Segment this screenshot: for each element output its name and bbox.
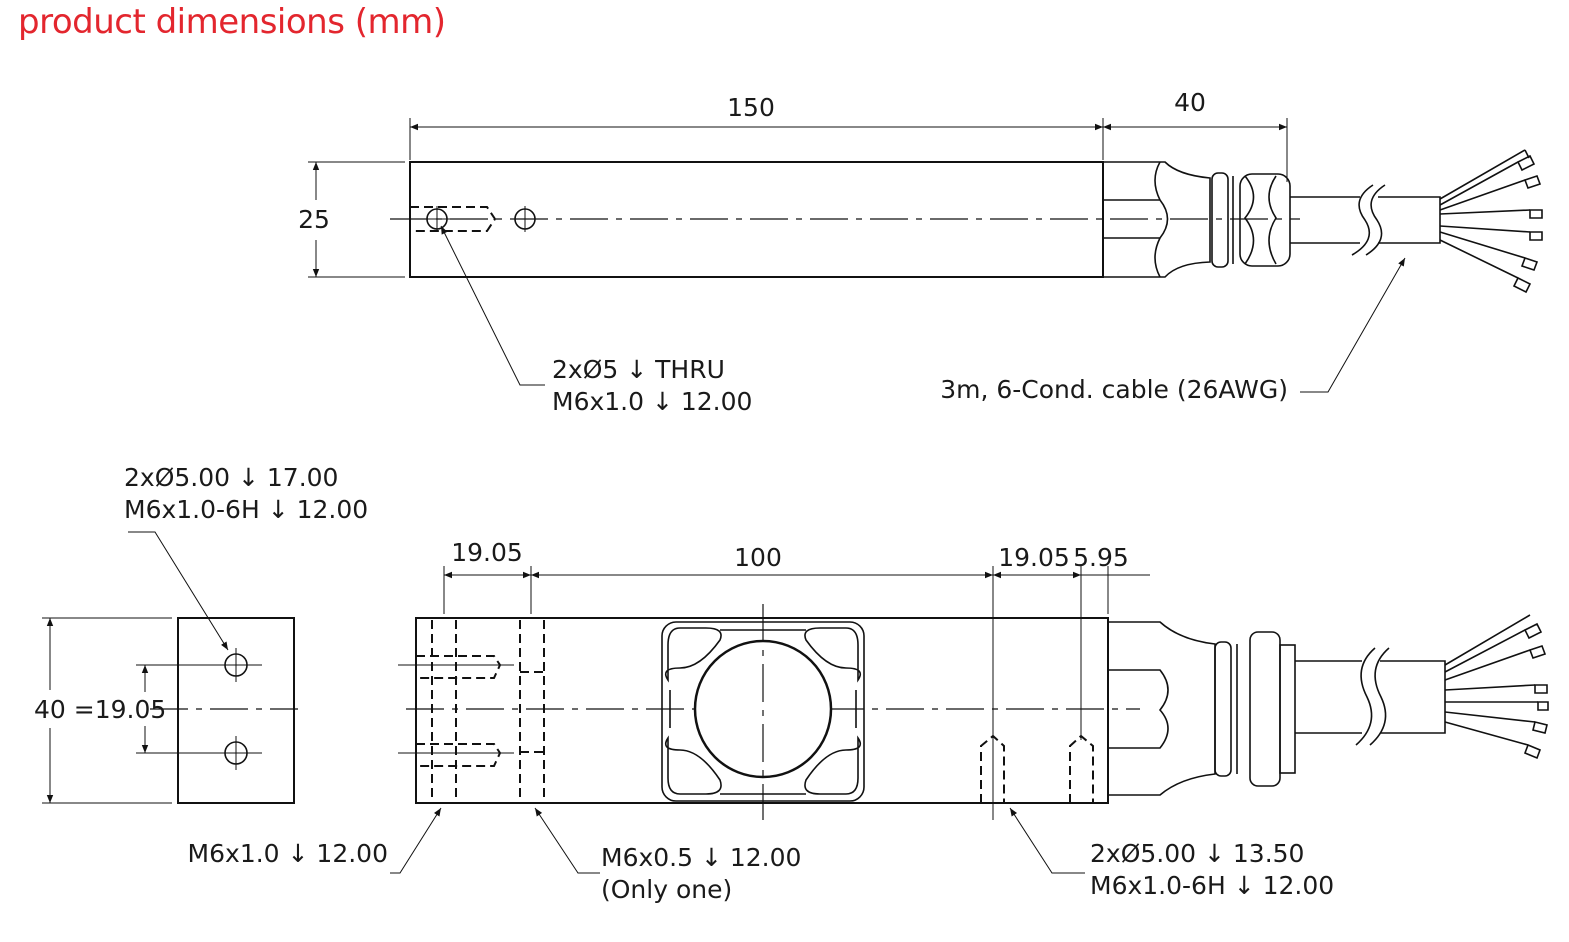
dim-length-label: 150 xyxy=(727,93,775,122)
hole-note: M6x1.0-6H ↓ 12.00 xyxy=(1090,871,1334,900)
dimension-150: 150 xyxy=(409,93,1288,182)
hole-note: 2xØ5.00 ↓ 17.00 xyxy=(124,463,338,492)
load-cell-end xyxy=(177,617,295,804)
top-view: 150 40 25 2xØ5 ↓ THRU M6x1.0 ↓ 12.00 3m,… xyxy=(298,88,1543,416)
wire-strands xyxy=(1444,614,1549,760)
end-view: 40 =19.05 2xØ5.00 ↓ 17.00 M6x1.0-6H ↓ 12… xyxy=(34,463,368,804)
cable xyxy=(1295,614,1549,760)
dim-right-label: 5.95 xyxy=(1073,543,1129,572)
dim-connector-label: 40 xyxy=(1174,88,1206,117)
hole-note: 2xØ5.00 ↓ 13.50 xyxy=(1090,839,1304,868)
hole-icon xyxy=(512,206,538,232)
hole-callout: 2xØ5 ↓ THRU M6x1.0 ↓ 12.00 xyxy=(440,225,752,416)
cable-connector xyxy=(1102,161,1291,278)
dim-height-label: 40 =19.05 xyxy=(34,695,166,724)
page-title: product dimensions (mm) xyxy=(18,2,446,42)
cable-note: 3m, 6-Cond. cable (26AWG) xyxy=(940,375,1288,404)
hole-icon xyxy=(136,648,262,682)
dim-center-label: 100 xyxy=(734,543,782,572)
dim-right-label: 19.05 xyxy=(998,543,1070,572)
hole-note: M6x1.0-6H ↓ 12.00 xyxy=(124,495,368,524)
wire-strands xyxy=(1439,149,1543,294)
hole-icon xyxy=(410,206,497,232)
thread-note: (Only one) xyxy=(601,875,732,904)
hidden-thread-holes xyxy=(398,620,545,803)
cable-connector xyxy=(1107,621,1296,796)
dimension-25: 25 xyxy=(298,161,405,278)
hole-note: 2xØ5 ↓ THRU xyxy=(552,355,725,384)
cable xyxy=(1290,149,1543,294)
dim-left-label: 19.05 xyxy=(451,538,523,567)
hole-note: M6x1.0 ↓ 12.00 xyxy=(552,387,752,416)
hole-icon xyxy=(136,736,262,770)
thread-note: M6x0.5 ↓ 12.00 xyxy=(601,843,801,872)
side-view: 19.05 100 19.05 5.95 M6x1.0 ↓ 12.00 M6x0… xyxy=(188,538,1549,904)
strain-gauge-pocket xyxy=(661,604,865,820)
dim-height-label: 25 xyxy=(298,205,330,234)
cable-callout: 3m, 6-Cond. cable (26AWG) xyxy=(940,257,1406,404)
dimension-40-connector: 40 xyxy=(1103,88,1287,131)
thread-note: M6x1.0 ↓ 12.00 xyxy=(188,839,388,868)
